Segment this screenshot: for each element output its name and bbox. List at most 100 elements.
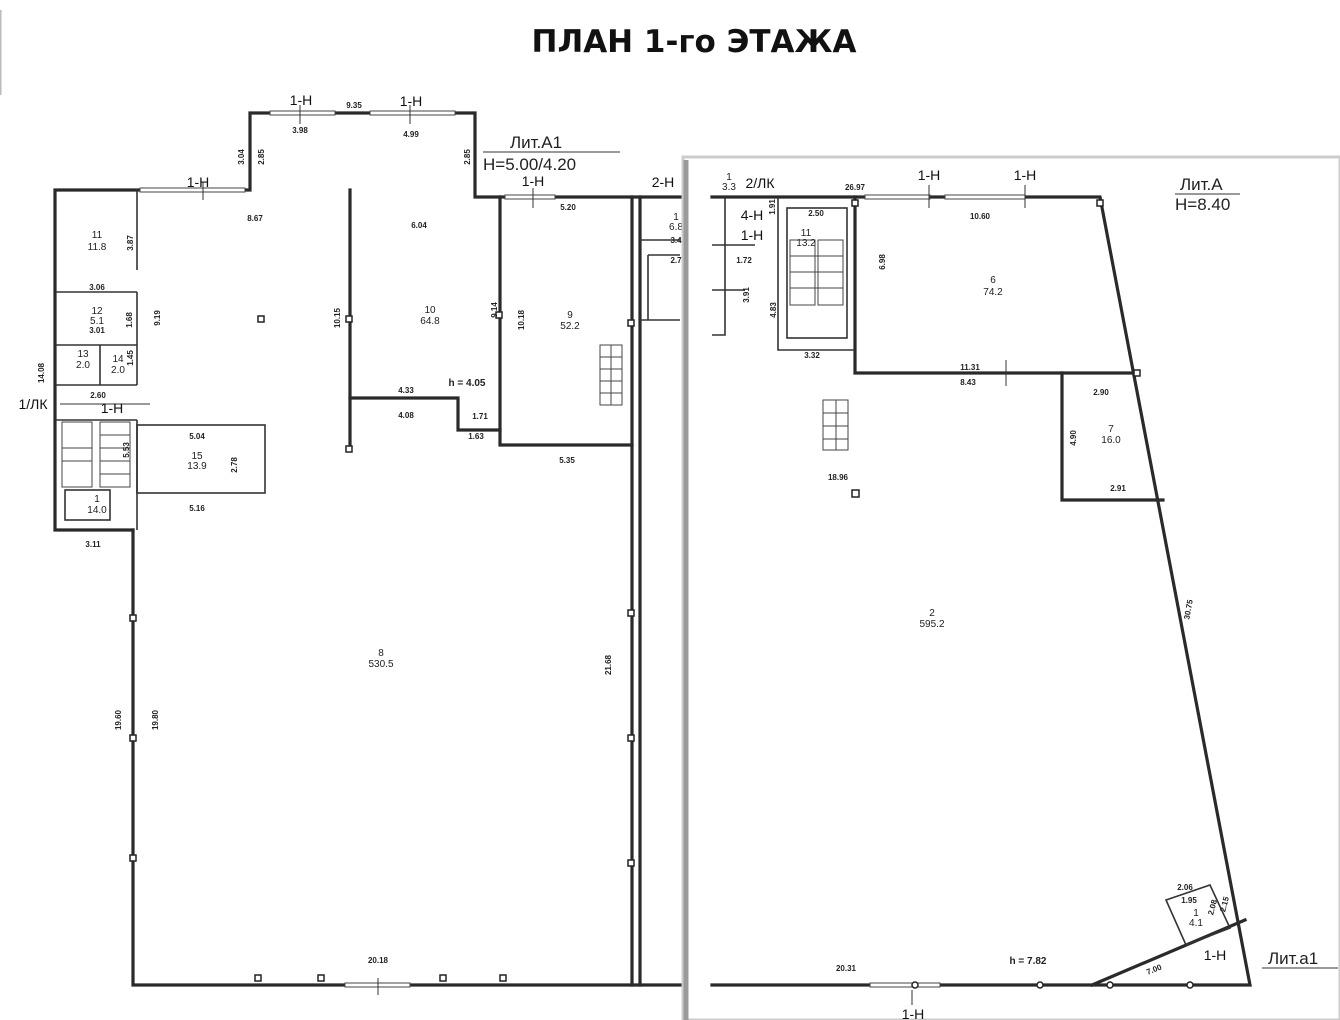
- svg-text:74.2: 74.2: [983, 287, 1003, 298]
- height-label: H=8.40: [1175, 195, 1230, 214]
- svg-text:20.18: 20.18: [368, 956, 389, 965]
- svg-text:1.45: 1.45: [126, 350, 135, 366]
- svg-text:19.80: 19.80: [151, 709, 160, 730]
- svg-text:14.0: 14.0: [87, 505, 107, 516]
- stair-shaft: [786, 207, 848, 339]
- svg-text:1.72: 1.72: [736, 256, 752, 265]
- room-15-outline: [136, 424, 266, 494]
- svg-text:5.53: 5.53: [122, 442, 131, 458]
- annex-lit-label: Лит.а1: [1268, 949, 1318, 968]
- room-label: 16.8: [669, 212, 683, 233]
- svg-text:9.19: 9.19: [153, 310, 162, 326]
- right-plan: Лит.А H=8.40 h = 7.82 Лит.а1 1-Н 1-Н 2/Л…: [681, 155, 1340, 1020]
- staircase-icon: [822, 399, 849, 451]
- svg-text:3.98: 3.98: [292, 126, 308, 135]
- svg-text:64.8: 64.8: [420, 316, 440, 327]
- svg-text:4.90: 4.90: [1069, 430, 1078, 446]
- staircase-icon: [789, 239, 844, 306]
- room-label: 142.0: [111, 354, 125, 376]
- right-plan-sheet: [681, 155, 1340, 1020]
- svg-text:3.32: 3.32: [804, 351, 820, 360]
- svg-text:2.7: 2.7: [670, 256, 682, 265]
- svg-text:2: 2: [929, 608, 935, 619]
- opening-label: 2-Н: [652, 174, 675, 190]
- svg-text:13.2: 13.2: [796, 238, 816, 249]
- svg-text:11.31: 11.31: [960, 363, 980, 372]
- svg-text:5.20: 5.20: [560, 203, 576, 212]
- svg-text:3.01: 3.01: [89, 326, 105, 335]
- room-label: 125.1: [90, 306, 104, 327]
- svg-text:5.1: 5.1: [90, 316, 104, 327]
- svg-text:13.9: 13.9: [187, 461, 207, 472]
- opening-label: 1/ЛК: [18, 396, 48, 412]
- annex-room-outline: [1164, 884, 1232, 947]
- svg-text:11.8: 11.8: [88, 242, 107, 253]
- svg-text:1: 1: [94, 494, 100, 505]
- svg-text:2.85: 2.85: [463, 149, 472, 165]
- svg-text:19.60: 19.60: [114, 709, 123, 730]
- svg-text:1: 1: [1193, 908, 1199, 919]
- svg-text:2.78: 2.78: [230, 457, 239, 473]
- svg-text:1.91: 1.91: [768, 199, 777, 215]
- svg-text:26.97: 26.97: [845, 183, 866, 192]
- wall: [498, 428, 634, 447]
- svg-text:3.11: 3.11: [85, 540, 101, 549]
- window: [869, 982, 941, 988]
- opening-label: 1-Н: [1014, 167, 1037, 183]
- outer-wall: [53, 111, 682, 532]
- svg-text:1: 1: [726, 172, 732, 183]
- svg-text:3.87: 3.87: [126, 235, 135, 251]
- svg-text:1.71: 1.71: [472, 412, 488, 421]
- svg-text:3.4: 3.4: [670, 236, 682, 245]
- annex-wall: [1089, 917, 1248, 988]
- svg-text:30.75: 30.75: [1182, 598, 1194, 620]
- column-icon: [851, 199, 1194, 989]
- svg-text:11: 11: [92, 230, 103, 241]
- svg-text:3.3: 3.3: [722, 182, 736, 193]
- room-label: 132.0: [76, 349, 90, 371]
- window: [139, 187, 246, 193]
- left-plan: Лит.А1 H=5.00/4.20 h = 4.05 1-Н 1-Н 1-Н …: [18, 92, 683, 995]
- svg-text:2.85: 2.85: [257, 149, 266, 165]
- room-label: 13.3: [722, 172, 736, 193]
- svg-text:2.06: 2.06: [1177, 883, 1193, 892]
- svg-text:6.8: 6.8: [669, 222, 683, 233]
- svg-text:4.83: 4.83: [769, 302, 778, 318]
- window: [504, 194, 556, 200]
- svg-text:10.18: 10.18: [517, 309, 526, 330]
- dimension-labels: 9.35 3.98 4.99 3.04 2.85 2.85 8.67 6.04 …: [37, 101, 682, 965]
- svg-text:2.0: 2.0: [111, 365, 125, 376]
- room-label: 716.0: [1101, 424, 1121, 446]
- svg-text:5.16: 5.16: [189, 504, 205, 513]
- svg-text:4.99: 4.99: [403, 130, 419, 139]
- opening-label: 4-Н: [741, 207, 764, 223]
- opening-label: 1-Н: [741, 227, 764, 243]
- opening-label: 2/ЛК: [745, 175, 775, 191]
- wall: [712, 197, 726, 336]
- window: [369, 110, 456, 116]
- svg-text:2.90: 2.90: [1093, 388, 1109, 397]
- window: [269, 110, 336, 116]
- svg-text:2.15: 2.15: [1218, 895, 1231, 913]
- svg-text:4.08: 4.08: [398, 411, 414, 420]
- staircase-icon: [61, 421, 131, 488]
- svg-text:595.2: 595.2: [919, 619, 944, 630]
- room-outline: [64, 489, 111, 521]
- wall: [853, 195, 1139, 375]
- lit-label: Лит.А: [1180, 175, 1223, 194]
- dimension-labels: 26.97 10.60 6.98 11.31 8.43 2.90 4.90 2.…: [736, 183, 1231, 977]
- window: [864, 194, 931, 200]
- svg-text:9.35: 9.35: [346, 101, 362, 110]
- ceiling-height: h = 7.82: [1010, 956, 1047, 967]
- svg-text:4.33: 4.33: [398, 386, 414, 395]
- svg-text:16.0: 16.0: [1101, 435, 1121, 446]
- opening-label: 1-Н: [522, 173, 545, 189]
- opening-label: 1-Н: [101, 400, 124, 416]
- svg-text:9: 9: [567, 310, 573, 321]
